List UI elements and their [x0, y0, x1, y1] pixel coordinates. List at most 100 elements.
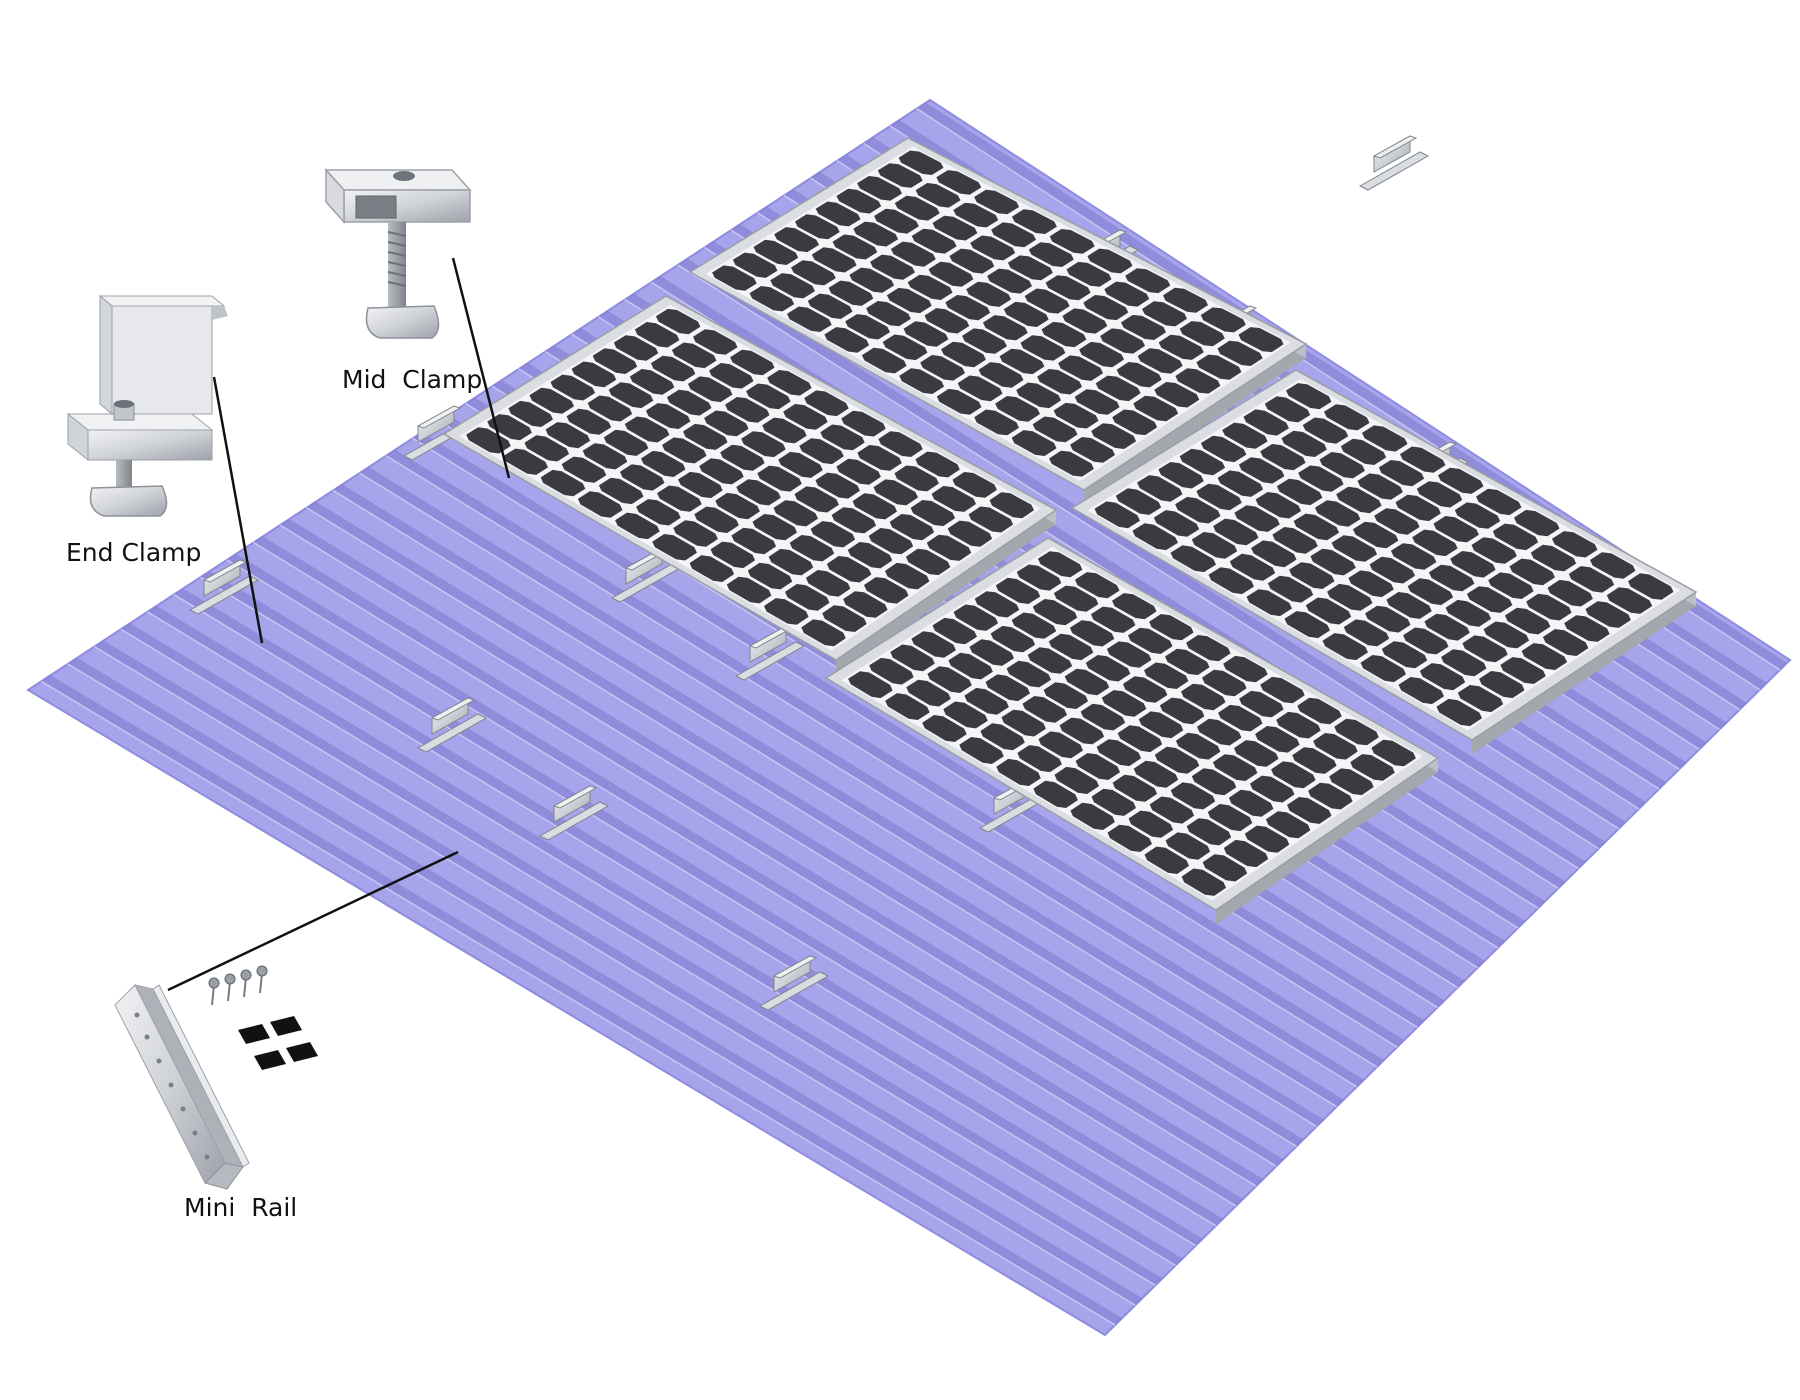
solar-cell: [1175, 496, 1221, 524]
solar-cell: [1267, 575, 1314, 603]
solar-cell: [1246, 589, 1292, 617]
solar-cell: [932, 617, 977, 645]
solar-cell: [787, 306, 832, 332]
solar-cell: [1186, 635, 1231, 662]
solar-cell: [852, 493, 897, 520]
solar-cell: [655, 308, 701, 335]
solar-cell: [1504, 607, 1551, 635]
solar-cell: [964, 687, 1009, 715]
solar-cell: [1271, 761, 1316, 789]
roof-rib-highlight: [146, 611, 1197, 1247]
solar-cell: [770, 273, 815, 299]
solar-cell: [645, 403, 691, 429]
solar-cell: [603, 429, 649, 456]
solar-cell: [657, 485, 702, 512]
roof-rib-highlight: [173, 593, 1217, 1227]
solar-cell: [1200, 307, 1246, 333]
solar-cell: [815, 472, 860, 499]
solar-cell: [910, 500, 956, 527]
solar-panel: [824, 537, 1440, 924]
solar-cell: [1479, 671, 1525, 699]
solar-cell: [1053, 585, 1099, 612]
solar-cell: [1343, 619, 1390, 647]
solar-cell: [836, 458, 881, 485]
solar-cell: [1179, 321, 1225, 347]
roof-rib-shadow: [306, 501, 1324, 1127]
solar-cell: [1027, 647, 1073, 674]
solar-cell: [857, 176, 902, 201]
solar-cell: [704, 410, 749, 437]
roof-rib-highlight: [412, 437, 1398, 1048]
solar-cell: [634, 322, 680, 348]
mini-rail-mounted: [538, 785, 610, 841]
solar-cell: [762, 417, 807, 444]
solar-cell: [886, 287, 932, 314]
solar-cell: [1175, 732, 1221, 760]
roof-rib-highlight: [253, 541, 1277, 1167]
solar-cell: [948, 652, 993, 680]
solar-cell: [730, 349, 775, 376]
solar-cell: [1125, 268, 1171, 294]
solar-cell: [1091, 423, 1137, 449]
solar-cell: [1416, 481, 1463, 508]
solar-cell: [1175, 368, 1221, 394]
solar-cell: [1476, 488, 1522, 516]
solar-cell: [1207, 804, 1253, 832]
solar-panel: [1070, 369, 1698, 754]
solar-cell: [831, 507, 877, 534]
end-clamp-icon: [66, 294, 228, 517]
solar-cell: [1075, 572, 1120, 599]
solar-cell: [890, 241, 936, 267]
roof-rib-highlight: [93, 645, 1156, 1287]
solar-cell: [1041, 321, 1087, 348]
solar-cell: [741, 431, 786, 458]
leader-line-end-clamp: [212, 376, 264, 644]
solar-cell: [1154, 746, 1200, 774]
roof-rib-shadow: [333, 484, 1344, 1107]
solar-cell: [953, 604, 999, 631]
solar-cell: [853, 221, 899, 247]
solar-cell: [1083, 295, 1129, 321]
solar-cell: [980, 723, 1025, 751]
solar-cell: [1509, 558, 1555, 586]
rail-base: [188, 575, 260, 615]
solar-cell: [936, 388, 982, 415]
solar-cell: [1276, 478, 1323, 506]
solar-cell: [1064, 668, 1110, 696]
solar-cell: [1133, 760, 1179, 788]
solar-cell: [699, 458, 744, 485]
solar-cell: [978, 362, 1024, 388]
solar-cell: [989, 492, 1034, 519]
solar-cell: [899, 368, 945, 394]
solar-cell: [503, 448, 548, 475]
roof-rib-highlight: [385, 455, 1378, 1068]
solar-cell: [773, 500, 818, 527]
solar-cell: [970, 235, 1016, 261]
solar-cell: [1087, 248, 1133, 274]
solar-cell: [1032, 416, 1078, 443]
solar-cell: [1438, 467, 1484, 494]
solar-cell: [487, 414, 532, 441]
solar-cell: [1286, 383, 1332, 410]
solar-cell: [1276, 711, 1321, 739]
solar-cell: [613, 335, 659, 361]
solar-cell: [1319, 452, 1365, 479]
solar-cell: [1158, 462, 1204, 489]
solar-cell: [915, 451, 960, 478]
rail-top: [552, 785, 598, 809]
solar-cell: [832, 234, 878, 260]
solar-cell: [941, 341, 986, 368]
panel-side: [836, 510, 1056, 674]
roof-rib-shadow: [41, 675, 1123, 1326]
rail-top: [416, 405, 462, 429]
solar-cell: [1191, 532, 1238, 559]
solar-cell: [757, 465, 802, 492]
solar-cell: [1017, 745, 1062, 773]
solar-cell: [1234, 505, 1280, 532]
solar-cell: [731, 527, 777, 555]
solar-cell: [529, 387, 574, 414]
solar-cell: [889, 514, 935, 541]
solar-cell: [749, 286, 795, 312]
solar-cell: [1112, 593, 1157, 620]
